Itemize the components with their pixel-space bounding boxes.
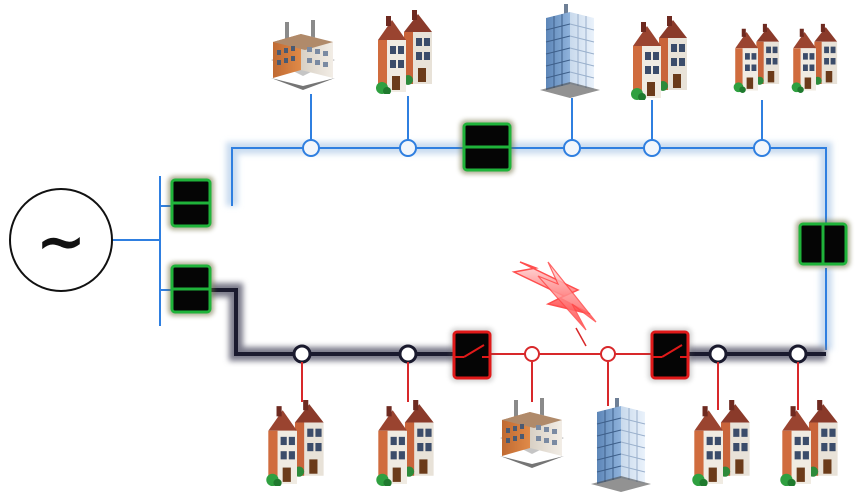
breakers [168, 120, 850, 382]
load-taps-top [302, 94, 771, 157]
breaker-tie-right-closed [796, 220, 850, 268]
fault-indicator [511, 261, 597, 347]
energized-feeder-line [231, 147, 827, 350]
houses-icon [376, 10, 432, 94]
breaker-bottom-right-sectionalizer-open [648, 328, 692, 382]
factory-icon [271, 20, 335, 90]
factory-icon [500, 398, 564, 468]
ac-source-icon: ~ [36, 207, 86, 277]
houses-icon [692, 400, 750, 486]
breaker-bottom-left-sectionalizer-open [450, 328, 494, 382]
houses-icon [631, 16, 687, 100]
office-tower-icon [590, 398, 652, 492]
houses-icon [376, 400, 434, 486]
load-taps-bottom [292, 344, 808, 410]
terraced-houses-icon [791, 23, 838, 93]
breaker-feeder-top-closed [168, 176, 214, 230]
terraced-houses-icon [733, 23, 780, 93]
energized-feeder-glow [226, 142, 832, 350]
office-tower-icon [539, 4, 601, 98]
houses-icon [266, 400, 324, 486]
breaker-top-mid-closed [460, 120, 514, 174]
ac-source: ~ [9, 188, 113, 292]
deenergized-feeder-line [210, 288, 826, 356]
breaker-feeder-bottom-closed [168, 262, 214, 316]
loads-top [271, 4, 838, 100]
houses-icon [780, 400, 838, 486]
deenergized-feeder-glow [210, 283, 826, 361]
loads-bottom [266, 398, 838, 492]
